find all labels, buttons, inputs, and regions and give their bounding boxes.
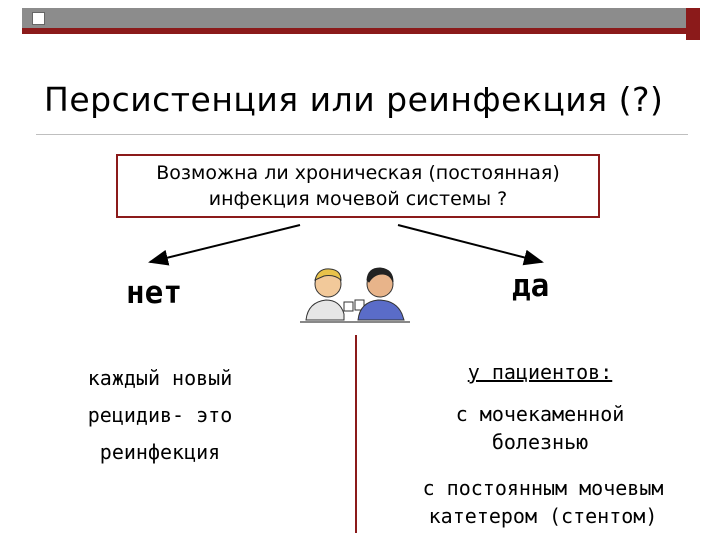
slide-title: Персистенция или реинфекция (?): [44, 80, 664, 119]
arrow-right: [397, 224, 544, 266]
slide-top-bar: [22, 8, 686, 34]
yes-item-2-line-2: катетером (стентом): [428, 504, 658, 528]
answer-no: нет: [126, 275, 182, 311]
question-line-1: Возможна ли хроническая (постоянная): [156, 162, 560, 184]
answer-yes: да: [512, 268, 550, 304]
two-people-talking-icon: [298, 262, 412, 326]
question-line-2: инфекция мочевой системы ?: [208, 188, 508, 210]
yes-heading: у пациентов:: [467, 360, 613, 384]
arrow-left: [148, 224, 301, 266]
yes-item-1-line-1: с мочекаменной: [455, 402, 625, 426]
yes-item-1-line-2: болезнью: [491, 430, 589, 454]
yes-item-1: с мочекаменной болезнью: [420, 400, 660, 456]
title-divider: [36, 134, 688, 135]
no-explanation: каждый новый рецидив- это реинфекция: [60, 360, 260, 471]
no-line-3: реинфекция: [99, 440, 221, 464]
divider-line: [355, 335, 357, 533]
no-line-1: каждый новый: [87, 366, 233, 390]
yes-item-2: с постоянным мочевым катетером (стентом): [388, 474, 698, 530]
question-box: Возможна ли хроническая (постоянная) инф…: [116, 154, 600, 218]
yes-item-2-line-1: с постоянным мочевым: [422, 476, 664, 500]
slide-corner-accent: [686, 8, 700, 40]
no-line-2: рецидив- это: [87, 403, 233, 427]
square-bullet-icon: [32, 12, 45, 25]
